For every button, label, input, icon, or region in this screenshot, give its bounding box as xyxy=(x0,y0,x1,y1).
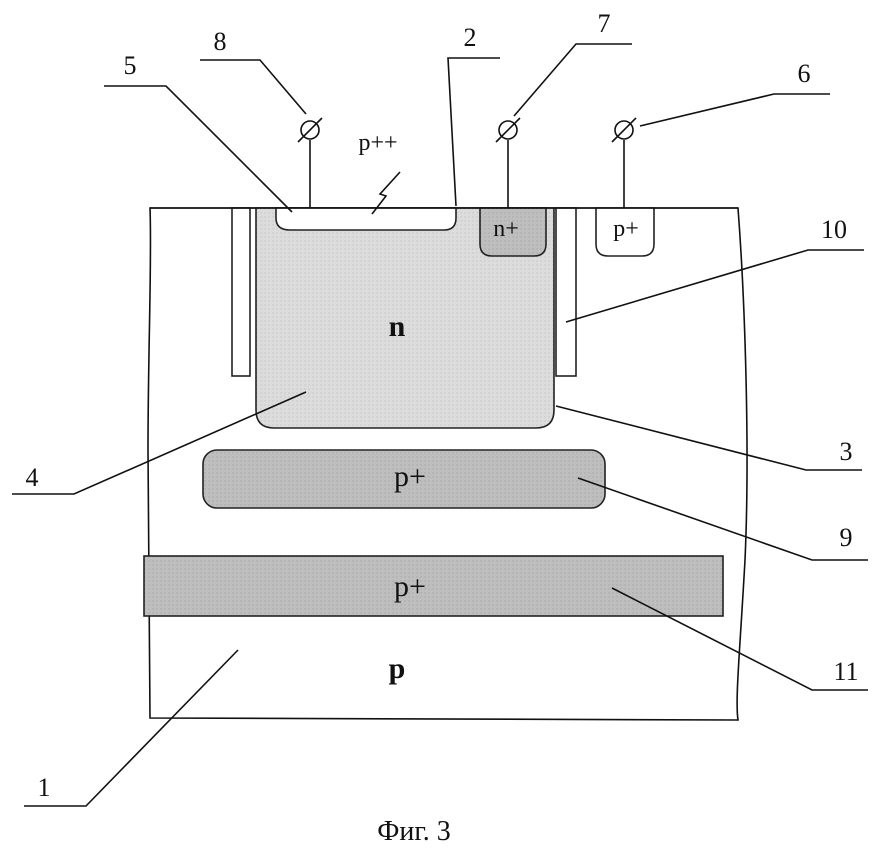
region-label-n-well: n xyxy=(389,310,406,343)
callout-8: 8 xyxy=(214,27,227,56)
p-plus-buried-layer xyxy=(144,556,723,616)
callout-1: 1 xyxy=(38,773,51,802)
leader-7 xyxy=(514,44,632,116)
callout-10: 10 xyxy=(821,215,847,244)
callout-2: 2 xyxy=(464,23,477,52)
region-label-n-plus: n+ xyxy=(493,216,519,242)
leader-9 xyxy=(578,478,868,560)
isolation-trench-right xyxy=(556,208,576,376)
figure-caption: Фиг. 3 xyxy=(377,816,450,847)
callout-11: 11 xyxy=(833,657,858,686)
leader-10 xyxy=(566,250,864,322)
callout-9: 9 xyxy=(840,523,853,552)
callout-7: 7 xyxy=(598,9,611,38)
leader-2 xyxy=(448,58,500,206)
callout-4: 4 xyxy=(26,463,39,492)
leader-5 xyxy=(104,86,292,212)
callout-6: 6 xyxy=(798,59,811,88)
region-label-p-plus-layer: p+ xyxy=(394,570,426,603)
region-label-p-plus-plus: p++ xyxy=(358,130,397,156)
leader-8 xyxy=(200,60,306,114)
region-label-p-substrate: p xyxy=(389,652,406,685)
region-label-p-plus-pocket: p+ xyxy=(394,460,426,493)
leader-6 xyxy=(640,94,830,126)
callout-5: 5 xyxy=(124,51,137,80)
leader-1 xyxy=(24,650,238,806)
p-plus-plus-surface-region xyxy=(276,208,456,230)
callout-3: 3 xyxy=(840,437,853,466)
isolation-trench-left xyxy=(232,208,250,376)
region-label-p-plus-contact: p+ xyxy=(613,216,639,242)
